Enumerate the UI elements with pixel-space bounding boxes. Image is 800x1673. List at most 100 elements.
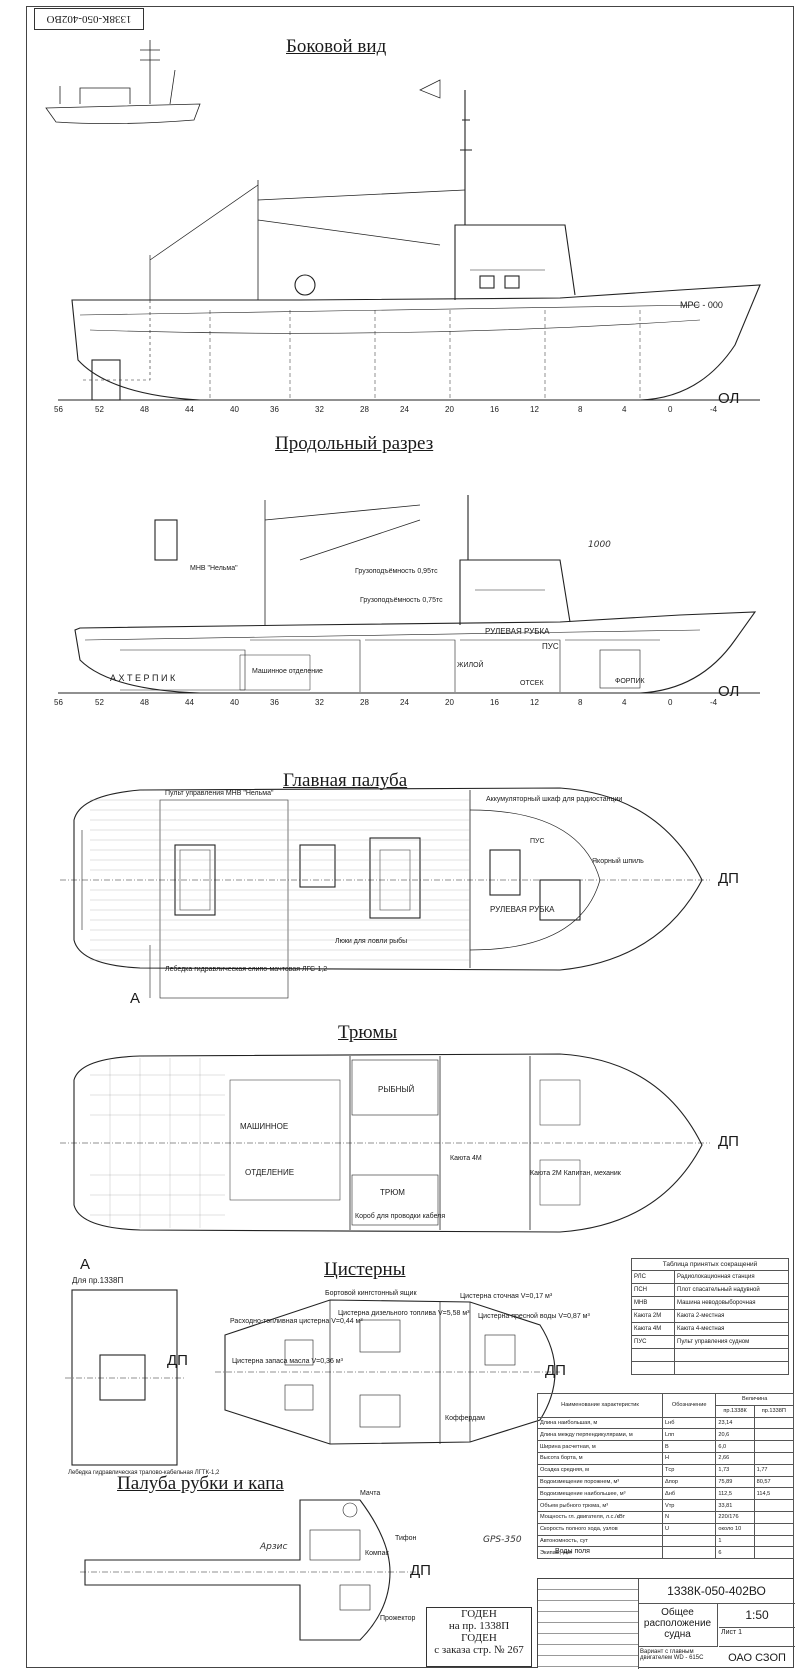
svg-text:16: 16: [490, 698, 499, 707]
title-block-note: Вариант с главным двигателем WD - 615C: [640, 1649, 704, 1661]
spec-symbol: U: [661, 1522, 717, 1536]
spec-symbol: Vтр: [661, 1499, 717, 1512]
title-tanks: Цистерны: [324, 1259, 406, 1280]
abbr-row: [631, 1361, 789, 1375]
svg-text:36: 36: [270, 698, 279, 707]
label-dept: ОТДЕЛЕНИЕ: [245, 1168, 295, 1177]
label-boom1: Грузоподъёмность 0,95тс: [355, 568, 438, 575]
spec-value-1338k: 1: [715, 1534, 755, 1548]
abbr-meaning: Машина неводовыборочная: [674, 1296, 789, 1310]
svg-text:28: 28: [360, 698, 369, 707]
water-label: Воды поля: [555, 1548, 590, 1555]
spec-value-1338k: 2,66: [715, 1451, 755, 1465]
spec-value-1338p: [753, 1451, 795, 1465]
side-hull: [71, 79, 761, 401]
spec-value-1338k: около 10: [715, 1522, 755, 1536]
abbr-meaning: Каюта 2-местная: [674, 1309, 789, 1323]
thumbnail-vessel: [45, 40, 201, 124]
spec-value-1338k: 220/176: [715, 1510, 755, 1524]
section-a-mark: А: [130, 990, 141, 1007]
spec-name: Длина наибольшая, м: [537, 1416, 663, 1430]
svg-text:44: 44: [185, 405, 194, 414]
abbr-code: ПУС: [631, 1335, 675, 1349]
centerline-label-wheelhouse: ДП: [410, 1562, 431, 1579]
spec-name: Длина между перпендикулярами, м: [537, 1428, 663, 1442]
label-living: ЖИЛОЙ: [457, 662, 484, 669]
handwritten-gps: GPS-350: [483, 1535, 522, 1545]
svg-text:20: 20: [445, 698, 454, 707]
label-engine: МАШИННОЕ: [240, 1122, 289, 1131]
title-wheelhouse-deck: Палуба рубки и капа: [117, 1473, 284, 1494]
label-bulkhead: Бортовой кингстонный ящик: [325, 1290, 417, 1297]
svg-text:20: 20: [445, 405, 454, 414]
label-cable-box: Короб для проводки кабеля: [355, 1213, 446, 1220]
label-fuel-tank: Цистерна дизельного топлива V=5,58 м³: [338, 1310, 470, 1317]
title-block-number: 1338К-050-402ВО: [638, 1579, 795, 1604]
svg-text:4: 4: [622, 405, 627, 414]
label-hold: ТРЮМ: [380, 1188, 405, 1197]
abbr-code: [631, 1348, 675, 1362]
label-coffer: Коффердам: [445, 1415, 485, 1422]
approval-line1: ГОДЕН: [461, 1608, 497, 1620]
abbr-code: ПСН: [631, 1283, 675, 1297]
spec-value-1338p: [753, 1428, 795, 1442]
hold-grid: [90, 1058, 225, 1228]
spec-value-1338p: [753, 1534, 795, 1548]
svg-text:56: 56: [54, 405, 63, 414]
svg-text:48: 48: [140, 405, 149, 414]
label-wheelhouse: РУЛЕВАЯ РУБКА: [485, 627, 550, 636]
spec-symbol: Tср: [661, 1463, 717, 1477]
spec-symbol: N: [661, 1510, 717, 1524]
label-fresh: Цистерна пресной воды V=0,87 м³: [478, 1313, 590, 1320]
spec-value-1338p: 1,77: [753, 1463, 795, 1477]
svg-text:32: 32: [315, 698, 324, 707]
spec-sub-1338p: пр.1338П: [753, 1404, 795, 1418]
abbr-row: [631, 1348, 789, 1362]
label-compass: Компас: [365, 1550, 389, 1557]
title-block-sheet: Лист 1: [719, 1627, 795, 1647]
label-aftpeak: А Х Т Е Р П И К: [110, 673, 176, 683]
svg-text:56: 56: [54, 698, 63, 707]
svg-text:52: 52: [95, 698, 104, 707]
spec-value-1338k: 23,14: [715, 1416, 755, 1430]
drawing-frame: [26, 6, 794, 1668]
centerline-label-holds: ДП: [718, 1133, 739, 1150]
spec-value-1338k: 33,81: [715, 1499, 755, 1512]
approval-stamp: ГОДЕН на пр. 1338П ГОДЕН с заказа стр. №…: [426, 1607, 532, 1667]
abbr-meaning: Радиолокационная станция: [674, 1270, 789, 1284]
svg-text:40: 40: [230, 698, 239, 707]
svg-text:24: 24: [400, 698, 409, 707]
for-project-label: Для пр.1338П: [72, 1276, 124, 1285]
label-pus: ПУС: [542, 642, 559, 651]
label-engine-room: Машинное отделение: [252, 668, 323, 675]
label-tank-winch: Лебедка гидравлическая тралово-кабельная…: [68, 1470, 220, 1476]
spec-symbol: Lнб: [661, 1416, 717, 1430]
abbreviations-title: Таблица принятых сокращений: [631, 1258, 789, 1270]
label-oil: Цистерна запаса масла V=0,36 м³: [232, 1358, 343, 1365]
title-block-signatures: [538, 1579, 639, 1669]
spec-value-1338p: 114,5: [753, 1487, 795, 1501]
title-block-company: ОАО СЗОП: [728, 1652, 786, 1664]
spec-value-1338p: [753, 1510, 795, 1524]
spec-sub-1338k: пр.1338К: [715, 1404, 755, 1418]
spec-value-1338p: [753, 1546, 795, 1560]
spec-value-1338k: 75,89: [715, 1475, 755, 1489]
label-winch: МНВ "Нельма": [190, 565, 238, 572]
spec-value-1338k: 1,73: [715, 1463, 755, 1477]
title-block-name: Общее расположение судна: [638, 1603, 718, 1647]
svg-text:4: 4: [622, 698, 627, 707]
svg-text:48: 48: [140, 698, 149, 707]
title-block: 1338К-050-402ВО Общее расположение судна…: [537, 1578, 795, 1669]
svg-text:32: 32: [315, 405, 324, 414]
tanks-plan: [71, 1289, 556, 1466]
